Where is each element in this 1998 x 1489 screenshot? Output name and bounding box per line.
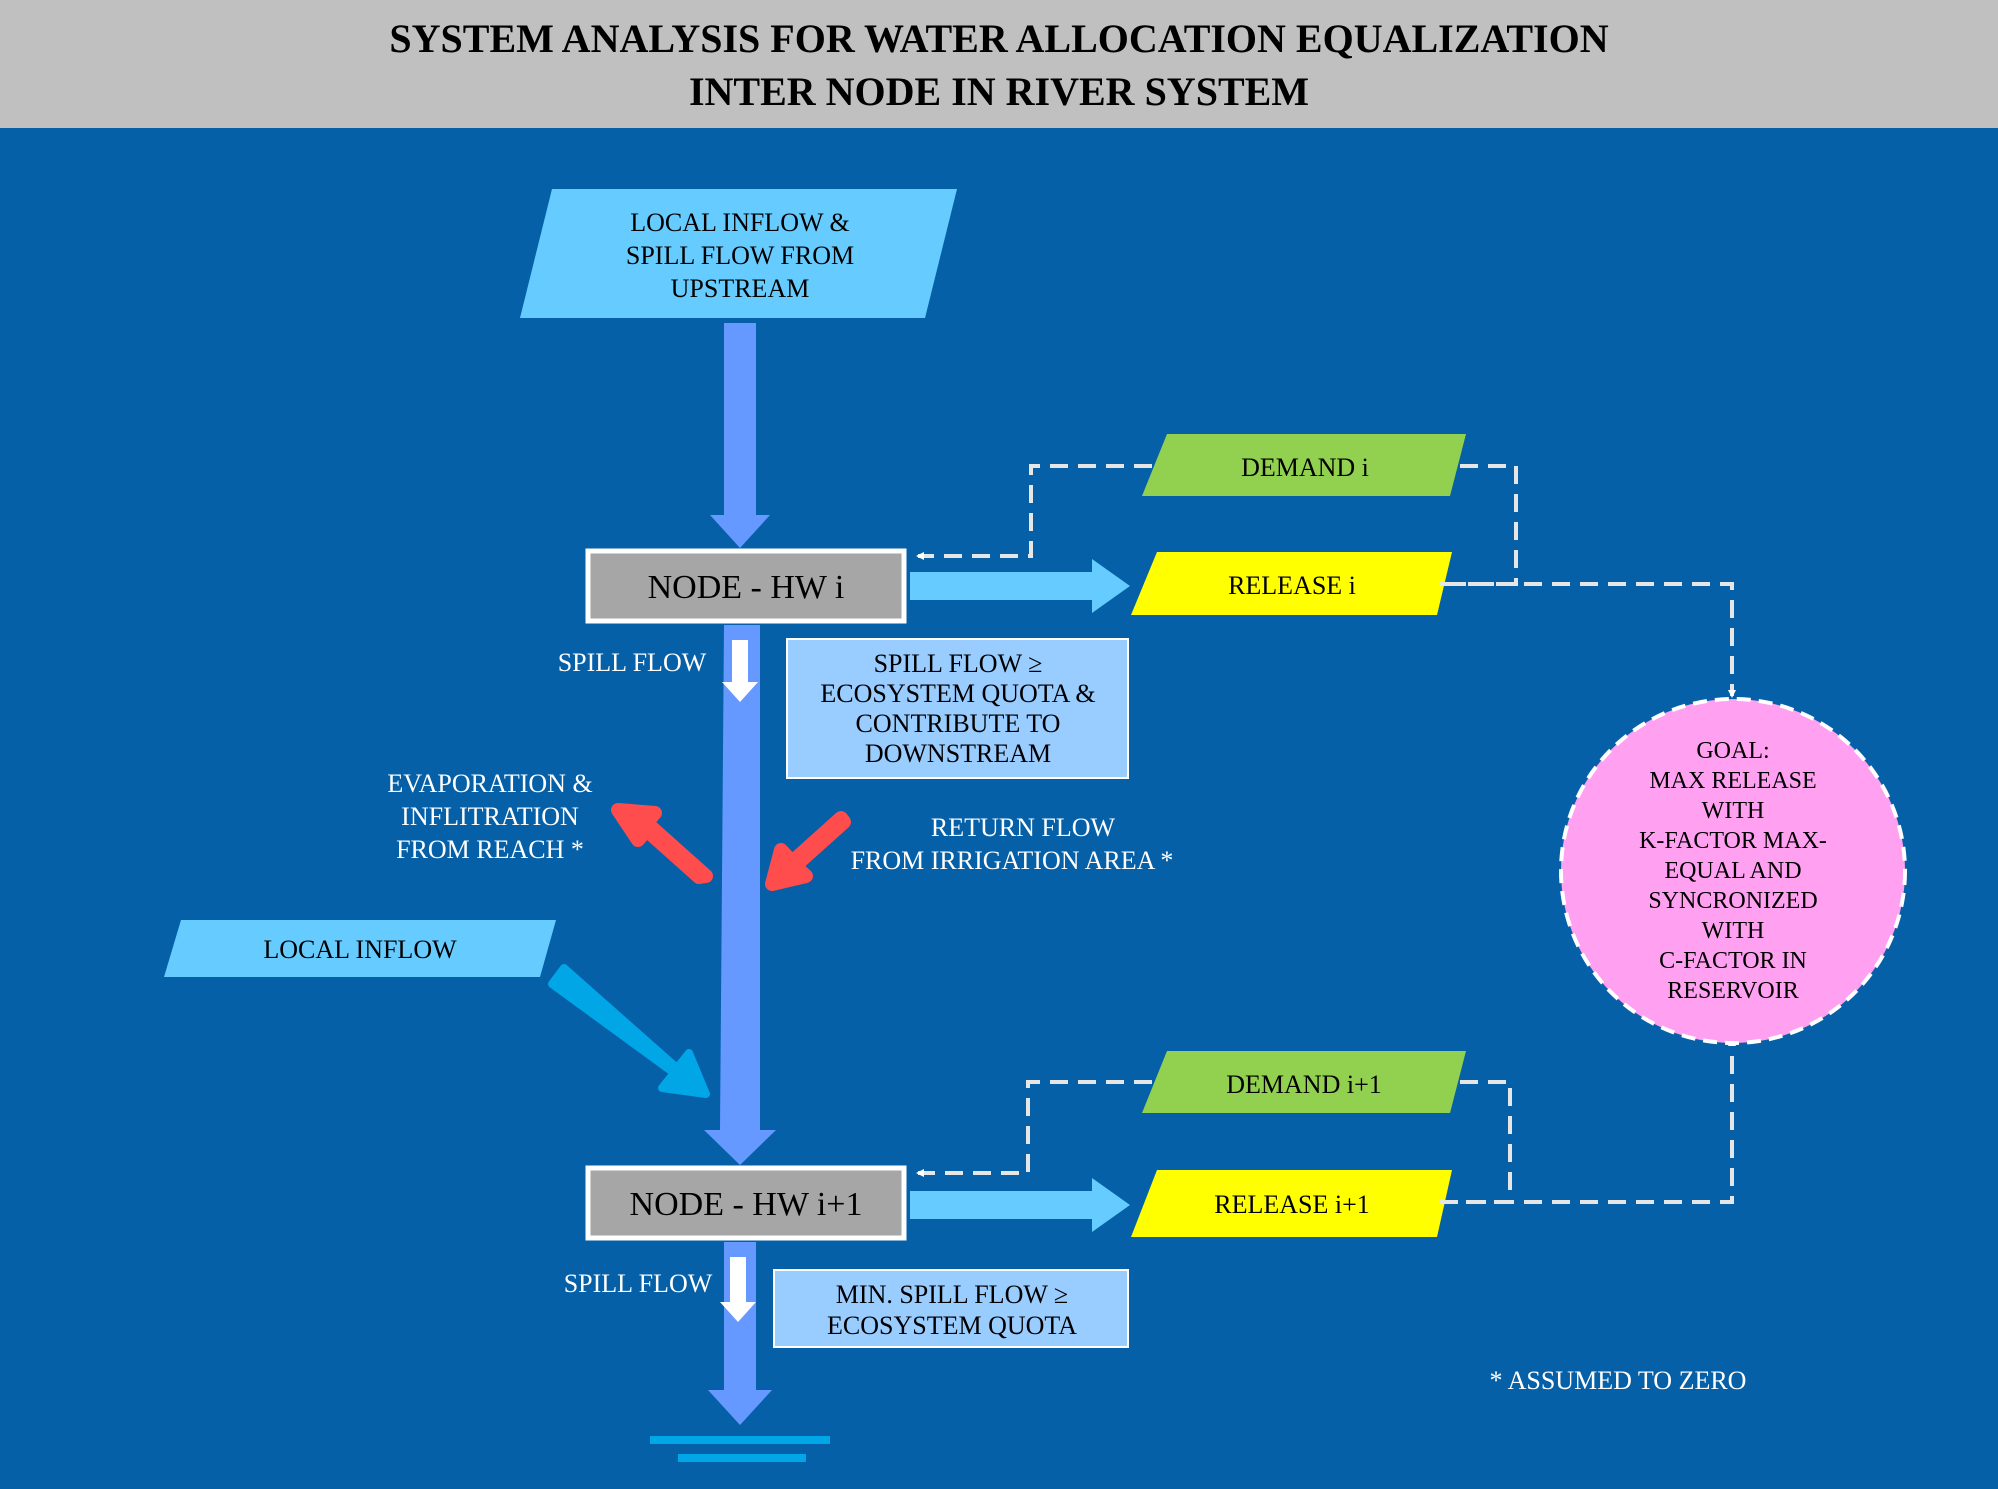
outlet-line-1 — [650, 1436, 830, 1444]
goal-line-5: EQUAL AND — [1664, 858, 1801, 884]
demand-i-feedback-line — [916, 464, 1152, 560]
release-i1-goal-link — [1440, 1038, 1736, 1204]
demand-i-label: DEMAND i — [1241, 453, 1369, 482]
demand-i1-feedback-line — [916, 1080, 1152, 1177]
goal-line-9: RESERVOIR — [1667, 978, 1798, 1004]
release-i-label: RELEASE i — [1228, 571, 1356, 600]
node-hw-i1-label: NODE - HW i+1 — [630, 1186, 863, 1223]
spill-flow-label-2: SPILL FLOW — [564, 1269, 713, 1298]
spill-note-1-line-4: DOWNSTREAM — [865, 739, 1051, 768]
spill-note-1-line-1: SPILL FLOW ≥ — [874, 649, 1043, 678]
goal-line-3: WITH — [1702, 798, 1765, 824]
return-flow-arrow — [765, 811, 851, 891]
goal-line-7: WITH — [1702, 918, 1765, 944]
demand-i1-label: DEMAND i+1 — [1226, 1070, 1382, 1099]
spill-arrow-2 — [720, 1257, 756, 1322]
goal-circle — [1559, 697, 1907, 1045]
goal-line-4: K-FACTOR MAX- — [1639, 828, 1827, 854]
evaporation-line-3: FROM REACH * — [396, 835, 584, 864]
title-bar — [0, 0, 1998, 128]
spill-arrow-1 — [722, 640, 758, 702]
evaporation-line-1: EVAPORATION & — [387, 769, 592, 798]
release-i-arrow — [910, 559, 1130, 613]
spill-flow-label-1: SPILL FLOW — [558, 648, 707, 677]
outflow-down-arrow — [708, 1242, 772, 1425]
upstream-inflow-line-3: UPSTREAM — [671, 274, 810, 303]
local-inflow-arrow — [548, 964, 710, 1098]
title-line-2: INTER NODE IN RIVER SYSTEM — [689, 69, 1309, 114]
footnote: * ASSUMED TO ZERO — [1490, 1366, 1747, 1395]
goal-line-6: SYNCRONIZED — [1648, 888, 1817, 914]
upstream-inflow-box — [520, 189, 957, 318]
goal-line-8: C-FACTOR IN — [1659, 948, 1807, 974]
release-i-goal-link — [1440, 582, 1736, 698]
release-i1-box — [1131, 1170, 1452, 1237]
demand-i-box — [1142, 434, 1466, 496]
local-inflow-box — [164, 920, 556, 977]
node-hw-i1 — [585, 1165, 907, 1241]
evaporation-line-2: INFLITRATION — [401, 802, 579, 831]
demand-i1-box — [1142, 1051, 1466, 1113]
release-i-box — [1131, 552, 1452, 615]
spill-note-1-line-3: CONTRIBUTE TO — [856, 709, 1061, 738]
node-hw-i-label: NODE - HW i — [648, 569, 845, 606]
spill-note-2-line-1: MIN. SPILL FLOW ≥ — [836, 1280, 1068, 1309]
local-inflow-label: LOCAL INFLOW — [263, 935, 457, 964]
spill-note-2-line-2: ECOSYSTEM QUOTA — [827, 1311, 1077, 1340]
return-flow-line-2: FROM IRRIGATION AREA * — [851, 846, 1174, 875]
title-line-1: SYSTEM ANALYSIS FOR WATER ALLOCATION EQU… — [389, 16, 1608, 61]
goal-line-1: GOAL: — [1696, 738, 1769, 764]
spill-note-1-box — [786, 638, 1129, 779]
spill-note-2-box — [773, 1269, 1129, 1348]
reach-flow-arrow — [704, 625, 776, 1165]
evaporation-arrow — [611, 803, 713, 884]
release-i1-arrow — [910, 1178, 1130, 1232]
upstream-inflow-line-1: LOCAL INFLOW & — [630, 208, 850, 237]
node-hw-i — [585, 548, 907, 624]
goal-line-2: MAX RELEASE — [1649, 768, 1816, 794]
demand-i1-release-link — [1452, 1080, 1512, 1204]
upstream-inflow-line-2: SPILL FLOW FROM — [626, 241, 854, 270]
inflow-down-arrow — [710, 323, 770, 548]
demand-i-release-link — [1452, 464, 1518, 586]
release-i1-label: RELEASE i+1 — [1214, 1190, 1370, 1219]
spill-note-1-line-2: ECOSYSTEM QUOTA & — [820, 679, 1095, 708]
outlet-line-2 — [678, 1454, 806, 1462]
return-flow-line-1: RETURN FLOW — [931, 813, 1116, 842]
